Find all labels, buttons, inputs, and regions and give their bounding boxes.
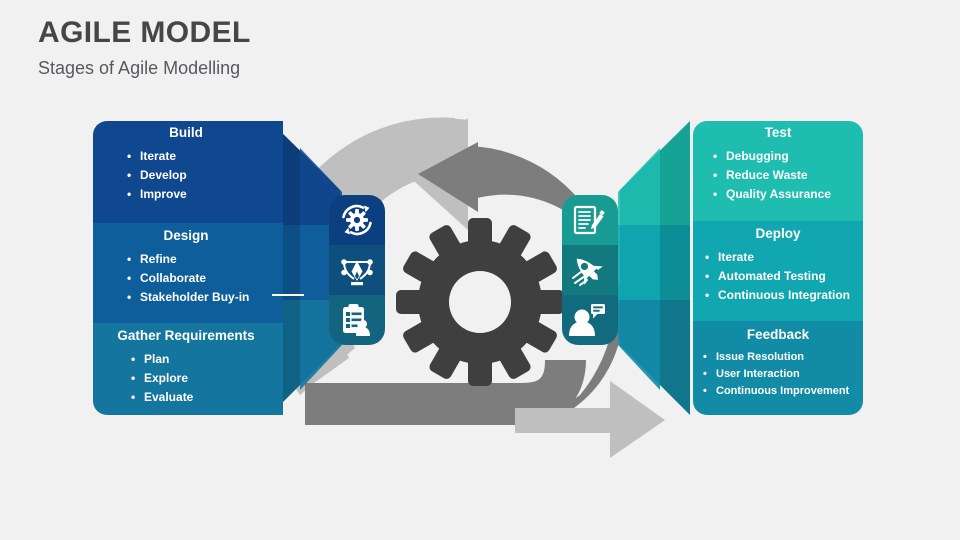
page-title: AGILE MODEL <box>38 16 251 49</box>
list-item: Develop <box>127 166 279 185</box>
list-item: Quality Assurance <box>713 185 863 204</box>
gear-refresh-icon <box>342 204 372 236</box>
person-feedback-icon <box>569 304 605 336</box>
panel-feedback-list: Issue Resolution User Interaction Contin… <box>703 349 863 400</box>
list-item: Automated Testing <box>705 267 863 286</box>
list-item: Explore <box>131 369 279 388</box>
list-item: Collaborate <box>127 269 279 288</box>
list-item: Reduce Waste <box>713 166 863 185</box>
panel-build-title: Build <box>169 125 203 140</box>
panel-test-list: Debugging Reduce Waste Quality Assurance <box>713 147 863 204</box>
panel-test-title: Test <box>764 125 792 140</box>
list-item: Evaluate <box>131 388 279 407</box>
right-connectors <box>618 121 690 415</box>
list-item: Refine <box>127 250 279 269</box>
list-item: Issue Resolution <box>703 349 863 366</box>
list-item: Iterate <box>127 147 279 166</box>
arrow-light-bottom-right <box>515 381 665 458</box>
panel-feedback[interactable]: Feedback Issue Resolution User Interacti… <box>693 327 863 400</box>
list-item: Continuous Integration <box>705 286 863 305</box>
connector-test-light <box>618 148 660 225</box>
list-item: Improve <box>127 185 279 204</box>
pill-feedback <box>562 295 618 345</box>
clipboard-person-icon <box>343 304 370 336</box>
arrow-dark-head <box>418 142 500 212</box>
panel-design-title: Design <box>163 228 209 243</box>
panel-test[interactable]: Test Debugging Reduce Waste Quality Assu… <box>693 125 863 204</box>
list-item: Debugging <box>713 147 863 166</box>
panel-gather-requirements-list: Plan Explore Evaluate <box>131 350 279 407</box>
list-item: User Interaction <box>703 366 863 383</box>
gear-icon <box>396 218 564 386</box>
page-subtitle: Stages of Agile Modelling <box>38 58 241 78</box>
panel-gather-requirements[interactable]: Gather Requirements Plan Explore Evaluat… <box>93 328 279 407</box>
document-pencil-icon <box>573 205 605 235</box>
rocket-icon <box>572 258 603 286</box>
panel-gather-requirements-title: Gather Requirements <box>117 328 255 343</box>
list-item: Continuous Improvement <box>703 383 863 400</box>
header: AGILE MODEL Stages of Agile Modelling <box>38 16 638 79</box>
panel-deploy-list: Iterate Automated Testing Continuous Int… <box>705 248 863 305</box>
connector-deploy-light <box>618 225 660 300</box>
panel-design[interactable]: Design Refine Collaborate Stakeholder Bu… <box>93 228 279 307</box>
panel-design-list: Refine Collaborate Stakeholder Buy-in <box>127 250 279 307</box>
panel-deploy-title: Deploy <box>755 226 801 241</box>
connector-feedback-light <box>618 300 660 390</box>
panel-feedback-title: Feedback <box>746 327 810 342</box>
panel-deploy[interactable]: Deploy Iterate Automated Testing Continu… <box>693 226 863 305</box>
panel-build[interactable]: Build Iterate Develop Improve <box>93 125 279 204</box>
panel-build-list: Iterate Develop Improve <box>127 147 279 204</box>
list-item: Iterate <box>705 248 863 267</box>
list-item: Stakeholder Buy-in <box>127 288 279 307</box>
pen-tool-icon <box>341 259 373 286</box>
list-item: Plan <box>131 350 279 369</box>
